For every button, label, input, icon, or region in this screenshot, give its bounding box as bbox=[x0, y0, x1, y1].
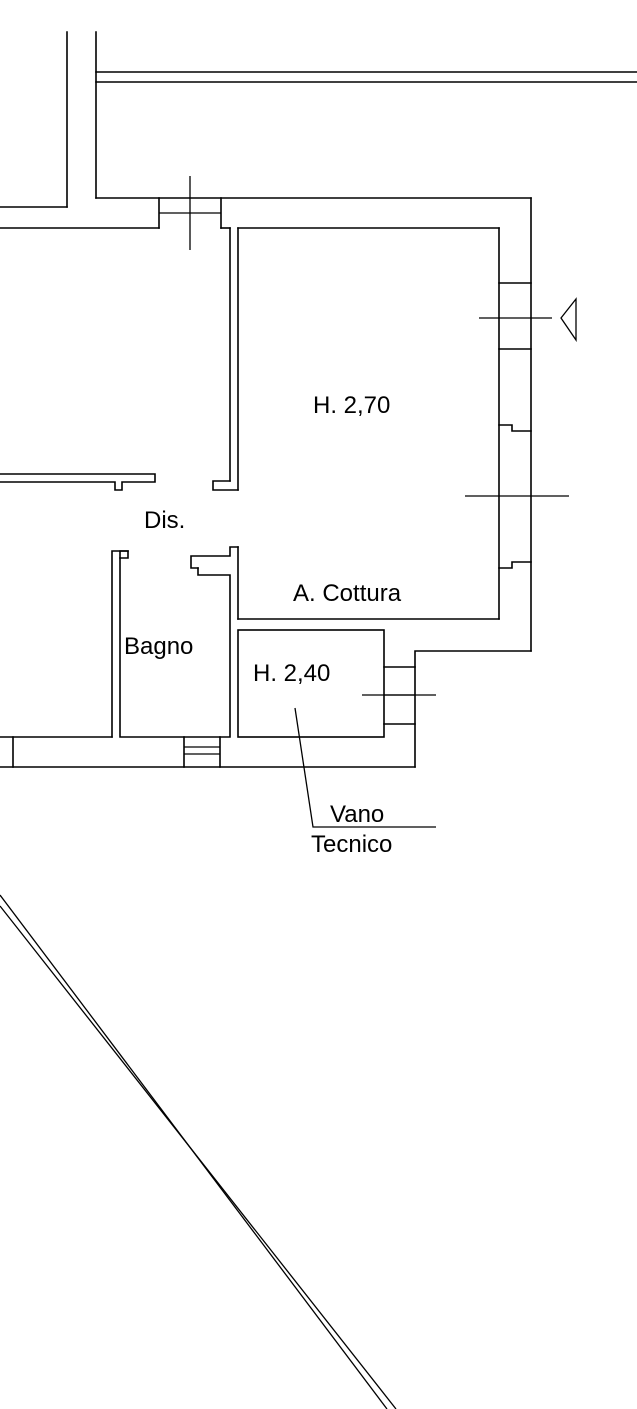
hall-label: Dis. bbox=[144, 507, 185, 534]
technical-room-height-label: H. 2,40 bbox=[253, 660, 330, 687]
partition-wall bbox=[212, 227, 239, 491]
kitchenette-label: A. Cottura bbox=[293, 580, 402, 607]
hall-wall bbox=[0, 473, 156, 491]
right-window bbox=[465, 282, 577, 569]
outer-walls bbox=[0, 31, 637, 229]
technical-room bbox=[237, 629, 532, 768]
label-leader-line bbox=[294, 707, 436, 828]
bottom-walls bbox=[0, 736, 416, 768]
top-window bbox=[158, 176, 222, 250]
bathroom-room bbox=[111, 550, 231, 738]
technical-room-label-line1: Vano bbox=[330, 801, 384, 828]
kitchen-room bbox=[190, 197, 532, 652]
diagonal-boundary bbox=[0, 894, 397, 1409]
kitchen-height-label: H. 2,70 bbox=[313, 392, 390, 419]
technical-room-label-line2: Tecnico bbox=[311, 831, 392, 858]
bathroom-label: Bagno bbox=[124, 633, 193, 660]
